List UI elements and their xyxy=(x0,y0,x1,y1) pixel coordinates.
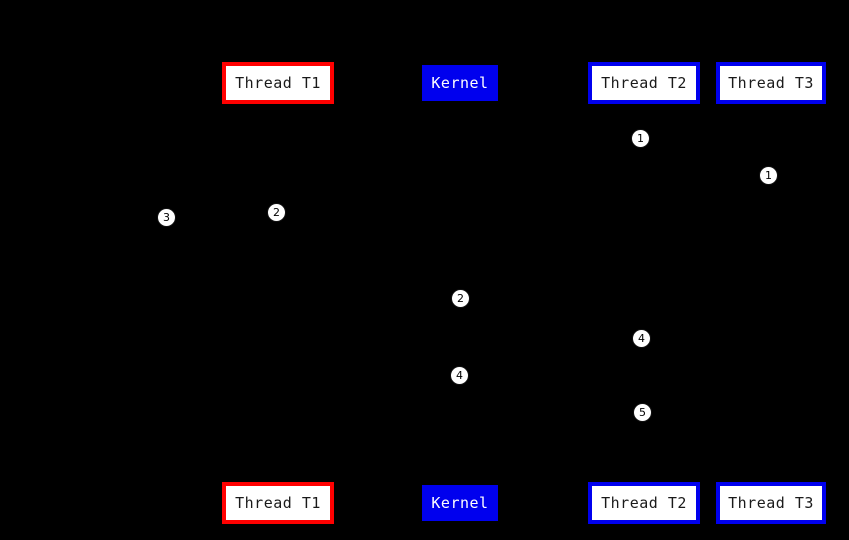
lifeline-t2 xyxy=(644,104,645,482)
participant-foot-t1: Thread T1 xyxy=(222,482,334,524)
message-arrow xyxy=(459,299,644,340)
lifeline-t3 xyxy=(771,104,772,482)
sequence-badge: 4 xyxy=(450,366,469,385)
message-arrow xyxy=(459,376,644,414)
sequence-badge: 2 xyxy=(267,203,286,222)
participant-foot-t2: Thread T2 xyxy=(588,482,700,524)
message-arrow xyxy=(459,175,771,254)
sequence-badge: 1 xyxy=(759,166,778,185)
sequence-badge: 5 xyxy=(633,403,652,422)
participant-foot-t3: Thread T3 xyxy=(716,482,826,524)
lifeline-t1 xyxy=(278,104,279,482)
participant-head-t3: Thread T3 xyxy=(716,62,826,104)
sequence-badge: 3 xyxy=(157,208,176,227)
sequence-badge: 2 xyxy=(451,289,470,308)
sequence-badge: 4 xyxy=(632,329,651,348)
participant-head-kernel: Kernel xyxy=(422,65,498,101)
sequence-badge: 1 xyxy=(631,129,650,148)
message-arrow xyxy=(459,138,644,213)
message-arrow xyxy=(166,212,278,218)
participant-head-t2: Thread T2 xyxy=(588,62,700,104)
participant-foot-kernel: Kernel xyxy=(422,485,498,521)
participant-head-t1: Thread T1 xyxy=(222,62,334,104)
